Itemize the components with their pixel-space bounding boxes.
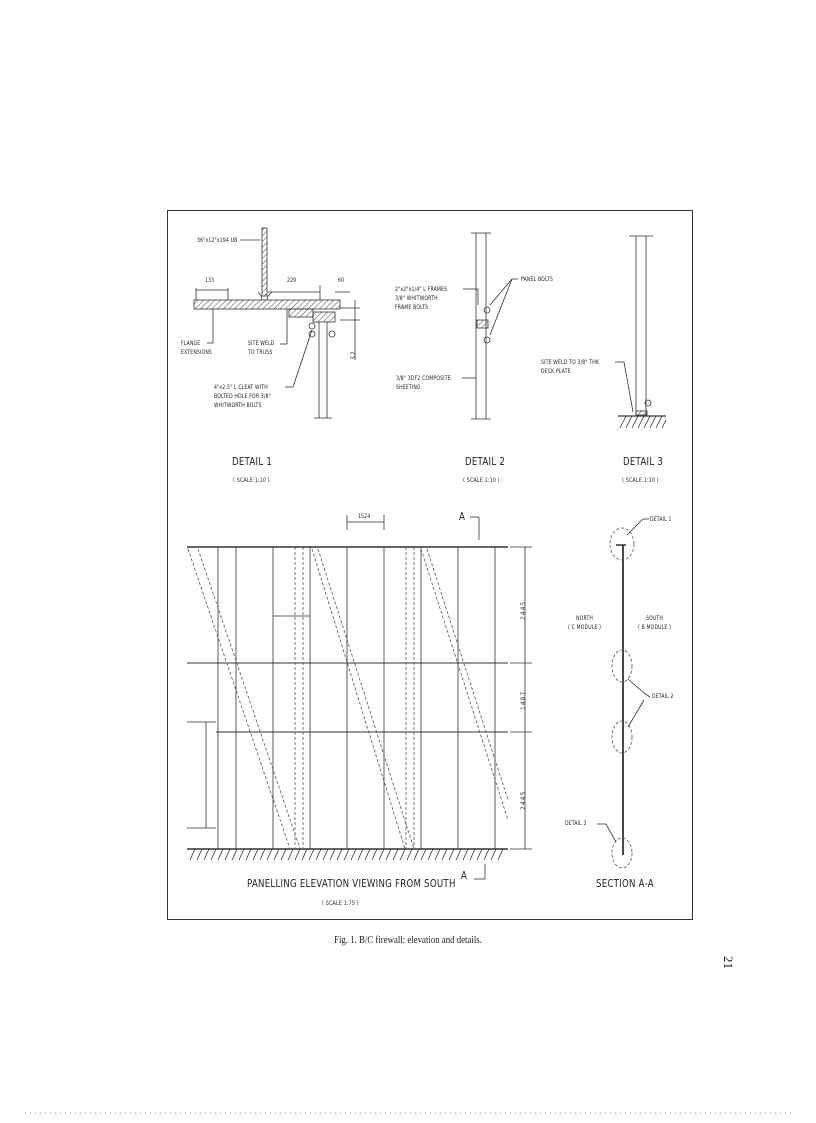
label-sheeting: 3/8" 3DF2 COMPOSITE SHEETING	[396, 375, 451, 391]
page-number: 21	[721, 956, 736, 969]
section-marker-top: A	[459, 511, 466, 523]
detail3-scale: ( SCALE 1:10 )	[622, 477, 659, 484]
dim-60: 60	[338, 277, 345, 284]
dim-2445-top: 2445	[520, 600, 527, 620]
label-flange-extensions: FLANGE EXTENSIONS	[181, 340, 213, 356]
elevation-title: PANELLING ELEVATION VIEWING FROM SOUTH	[247, 878, 456, 890]
detail2-title: DETAIL 2	[465, 456, 506, 468]
detail3-drawing	[615, 235, 667, 429]
dim-1487: 1487	[520, 690, 527, 710]
detail1-scale: ( SCALE 1:10 )	[233, 477, 270, 484]
section-title: SECTION A-A	[596, 878, 654, 890]
detail2-drawing	[462, 232, 518, 420]
section-aa-drawing	[597, 518, 651, 869]
section-detail1-label: DETAIL 1	[650, 516, 672, 523]
dim-229: 229	[287, 277, 297, 284]
footer-rule	[25, 1112, 791, 1114]
label-site-weld-truss: SITE WELD TO TRUSS	[248, 340, 275, 356]
detail1-title: DETAIL 1	[232, 456, 273, 468]
section-detail3-label: DETAIL 3	[565, 820, 587, 827]
dim-133: 133	[205, 277, 215, 284]
detail3-title: DETAIL 3	[623, 456, 664, 468]
figure-frame	[167, 210, 693, 920]
figure-caption: Fig. 1. B/C firewall: elevation and deta…	[334, 934, 482, 946]
label-south: SOUTH ( B MODULE )	[638, 615, 672, 631]
dim-32: 32	[350, 350, 357, 360]
detail2-scale: ( SCALE 1:10 )	[463, 477, 500, 484]
dim-2445-bottom: 2445	[520, 790, 527, 810]
label-beam-size: 36"x12"x194 UB	[197, 237, 238, 244]
elevation-drawing	[187, 515, 532, 880]
section-detail2-label: DETAIL 2	[652, 693, 674, 700]
detail1-drawing	[193, 227, 360, 419]
label-frames: 2"x2"x1/4" L FRAMES 3/8" WHITWORTH FRAME…	[395, 286, 448, 311]
label-cleat: 4"x2.5" L CLEAT WITH BOLTED HOLE FOR 3/8…	[214, 384, 271, 409]
dim-1524: 1524	[358, 513, 371, 520]
section-marker-bottom: A	[461, 870, 468, 882]
label-north: NORTH ( C MODULE )	[568, 615, 602, 631]
label-panel-bolts: PANEL BOLTS	[521, 276, 554, 283]
label-deck-weld: SITE WELD TO 3/8" THK DECK PLATE	[541, 359, 600, 375]
elevation-scale: ( SCALE 1:75 )	[322, 900, 359, 907]
